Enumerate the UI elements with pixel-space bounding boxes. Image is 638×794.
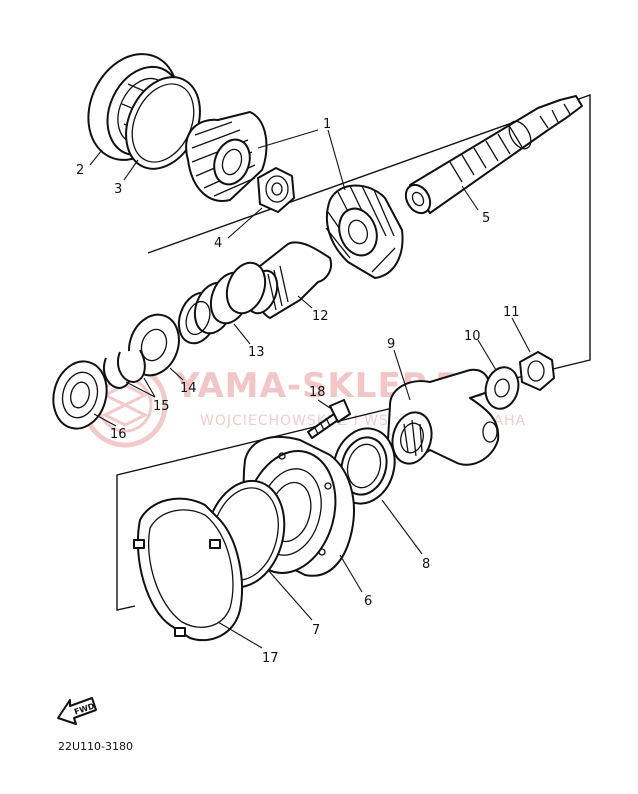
pinion-gear <box>185 111 268 202</box>
callout-14: 14 <box>180 381 197 396</box>
circlip-pair <box>102 349 146 389</box>
callout-7: 7 <box>312 623 320 638</box>
callout-6: 6 <box>364 594 372 609</box>
callout-5: 5 <box>482 211 490 226</box>
callout-3: 3 <box>114 182 122 197</box>
plain-washer <box>484 366 520 410</box>
ball-bearing <box>52 360 108 430</box>
callout-13: 13 <box>248 345 265 360</box>
diagram-code: 22U110-3180 <box>58 740 133 753</box>
universal-joint-yoke <box>387 368 500 466</box>
callout-11: 11 <box>503 305 520 320</box>
drive-shaft <box>404 95 583 215</box>
bevel-gear-large <box>325 184 404 279</box>
callout-17: 17 <box>262 651 279 666</box>
callout-labels: 1 2 3 4 5 6 7 8 9 10 11 12 13 14 15 16 1… <box>76 117 520 666</box>
callout-16: 16 <box>110 427 127 442</box>
callout-18: 18 <box>309 385 326 400</box>
hex-bolt <box>307 399 351 439</box>
callout-12: 12 <box>312 309 329 324</box>
callout-8: 8 <box>422 557 430 572</box>
gasket-plate <box>133 497 243 642</box>
callout-15: 15 <box>153 399 170 414</box>
callout-10: 10 <box>464 329 481 344</box>
callout-9: 9 <box>387 337 395 352</box>
callout-2: 2 <box>76 163 84 178</box>
compression-spring <box>177 261 267 345</box>
callout-4: 4 <box>214 236 222 251</box>
callout-1: 1 <box>323 117 331 132</box>
hex-nut <box>257 167 295 213</box>
leader-lines <box>89 129 531 649</box>
forward-arrow-icon: FWD <box>57 697 97 725</box>
yoke-nut <box>519 351 555 391</box>
